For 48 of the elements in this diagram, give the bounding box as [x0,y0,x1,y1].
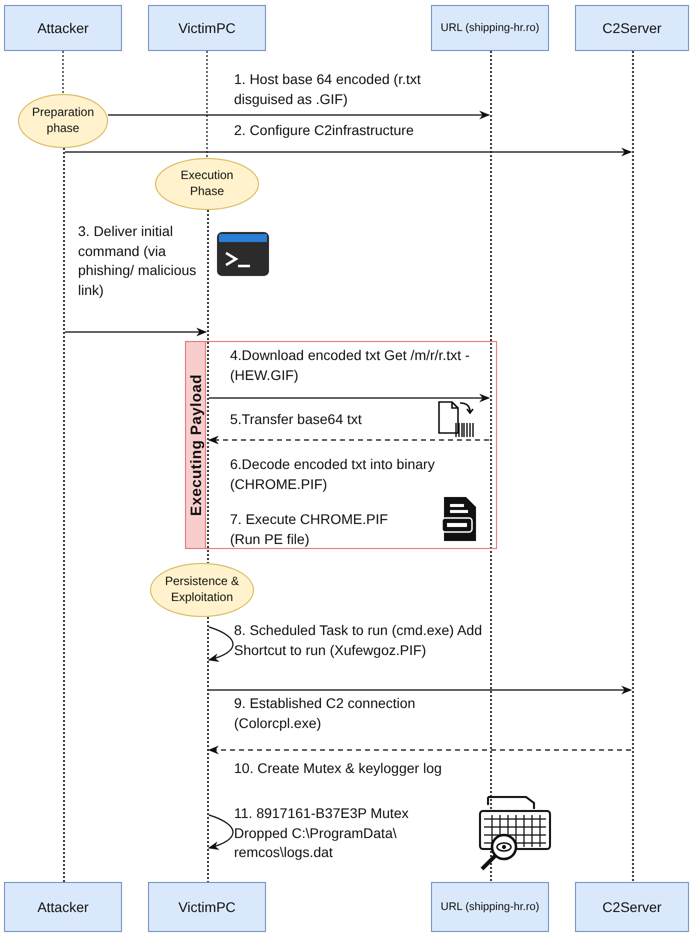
message-arrow [209,686,632,694]
phase-name: Preparation phase [30,105,96,137]
participant-box [575,5,689,51]
lifeline [631,51,634,882]
participant-box [431,882,549,932]
participant-name: C2Server [601,899,663,915]
message-arrow [208,746,631,754]
edge-label: 4.Download encoded txt Get /m/r/r.txt - (HEW.GIF) [229,346,471,385]
step-note: 7. Execute CHROME.PIF (Run PE file) [229,510,389,549]
edge-label: 11. 8917161-B37E3P Mutex Dropped C:\ProgramData\ remcos\logs.dat [233,804,410,862]
edge-label: 9. Established C2 connection (Colorcpl.exe) [233,694,416,733]
lifeline [206,210,209,563]
step-note: 10. Create Mutex & keylogger log [233,759,443,778]
message-arrow [208,436,489,444]
participant-box [148,882,266,932]
participant-name: Attacker [36,20,90,36]
participant-box [575,882,689,932]
participant-name: Attacker [36,899,90,915]
participant-box [4,5,122,51]
participant-name: VictimPC [177,899,237,915]
participant-name: C2Server [601,20,663,36]
edge-label: 1. Host base 64 encoded (r.txt disguised as .GIF) [233,70,422,109]
participant-box [431,5,549,51]
lifeline-segment [206,51,208,158]
participant-name: URL (shipping-hr.ro) [440,22,540,34]
lifeline [489,51,492,882]
message-arrow [65,328,208,336]
message-arrow [108,110,490,120]
participant-name: VictimPC [177,20,237,36]
message-arrow [65,148,632,156]
group-title: Executing Payload [187,373,206,518]
self-arrow [208,626,234,662]
edge-label: 8. Scheduled Task to run (cmd.exe) Add Shortcut to run (Xufewgoz.PIF) [233,621,483,660]
participant-box [148,5,266,51]
edge-label: 2. Configure C2infrastructure [233,121,415,140]
message-arrow [209,394,490,402]
lifeline-segment [62,51,64,94]
group-frame [185,341,206,549]
step-note: 6.Decode encoded txt into binary (CHROME.PIF) [229,455,436,494]
phase-name: Persistence & Exploitation [164,574,240,606]
participant-name: URL (shipping-hr.ro) [440,901,540,913]
edge-label: 5.Transfer base64 txt [229,410,363,429]
self-arrow [208,814,234,850]
participant-box [4,882,122,932]
phase-name: Execution Phase [180,168,234,200]
lifeline [62,148,65,882]
edge-label: 3. Deliver initial command (via phishing/ malicious link) [77,222,198,300]
lifeline [206,617,209,882]
